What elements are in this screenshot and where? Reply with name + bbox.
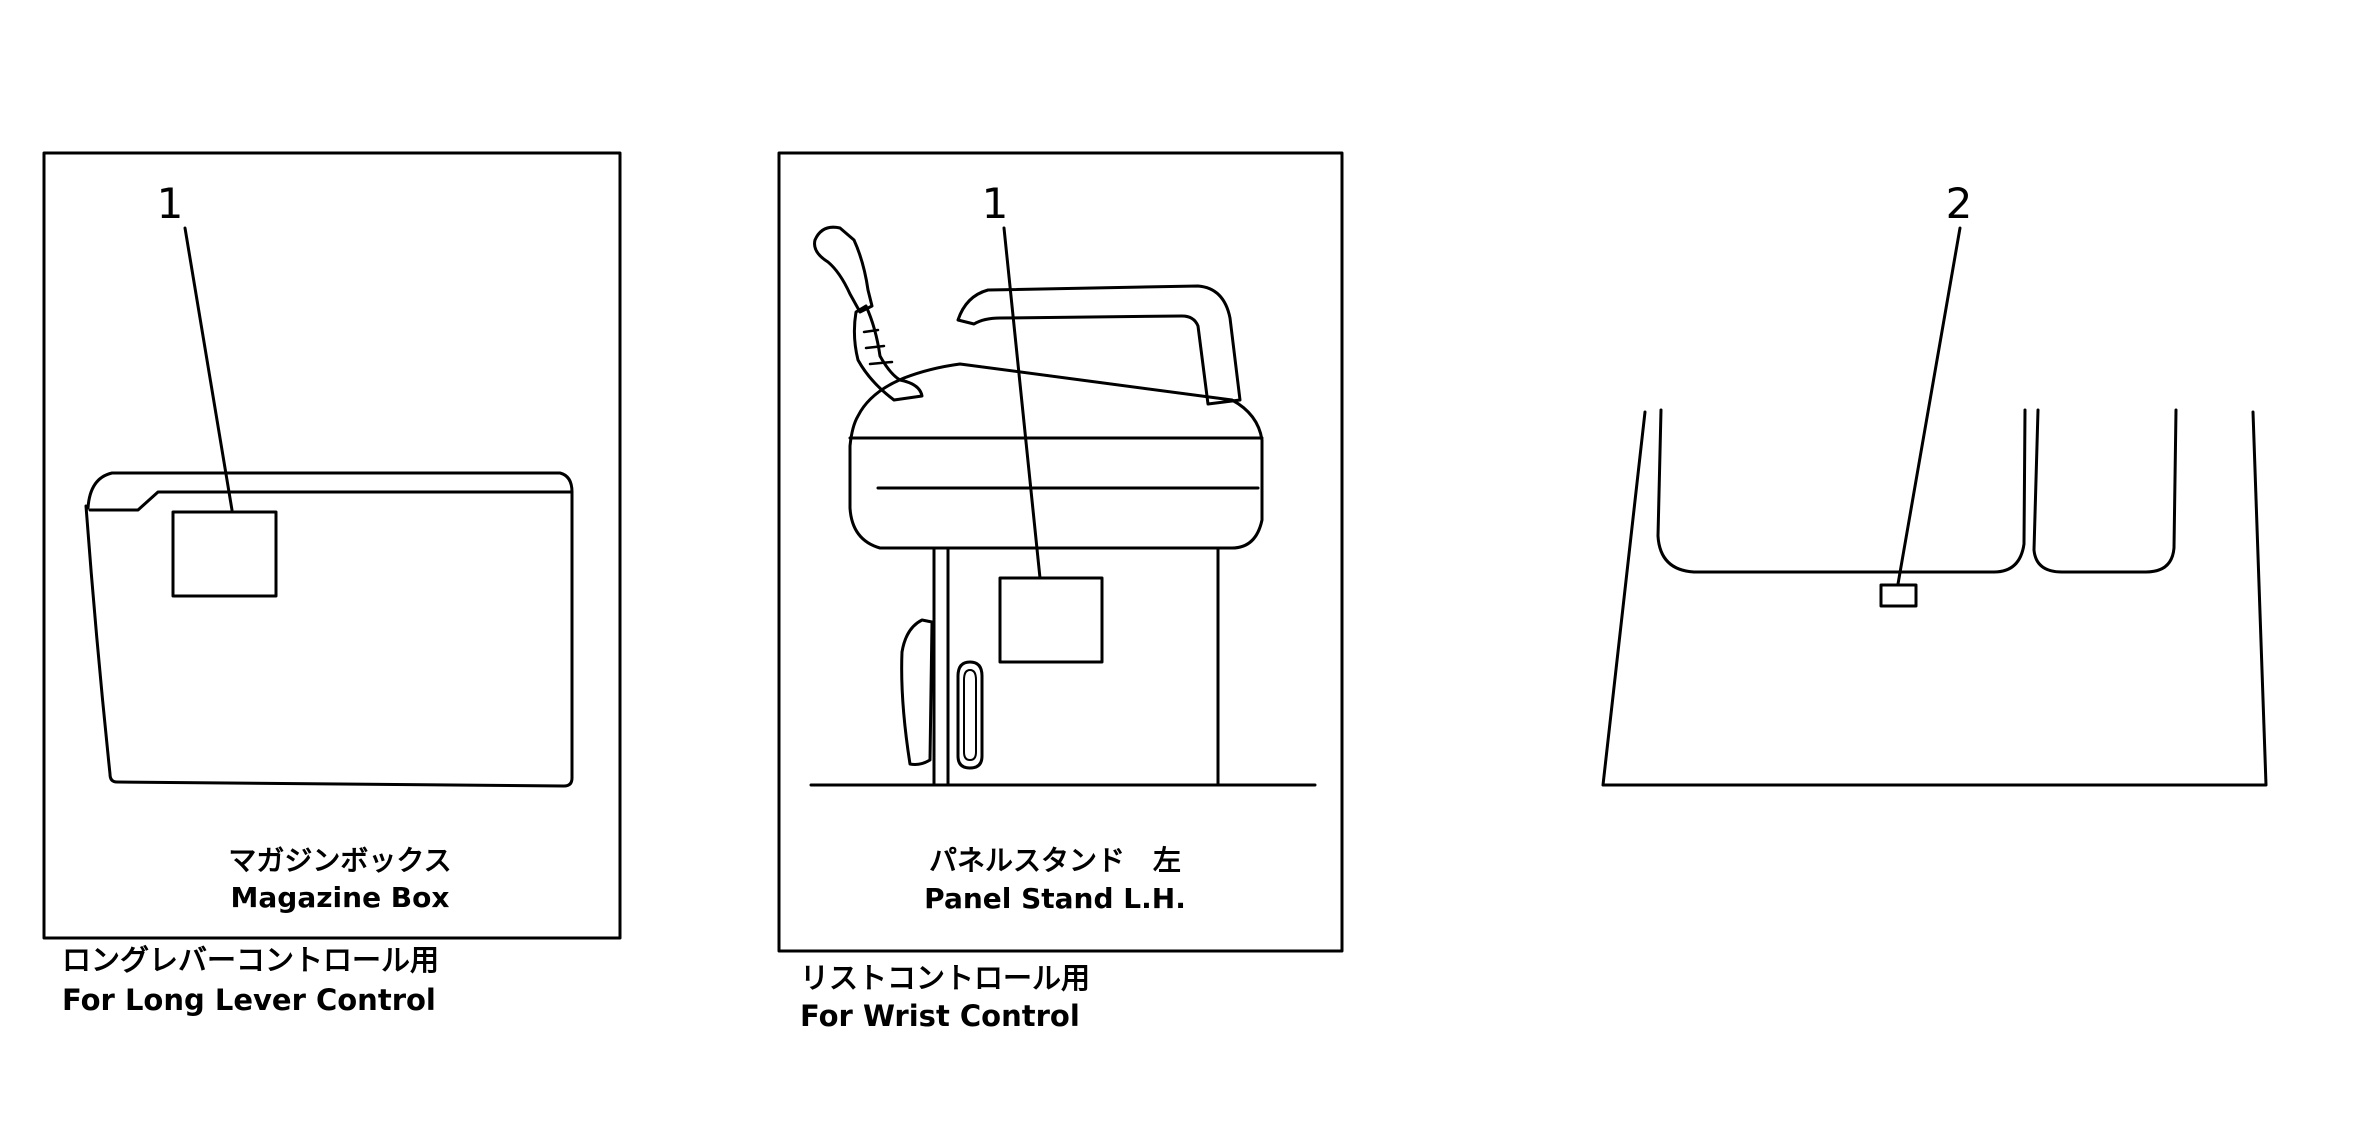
label-location-box	[1879, 583, 1918, 608]
caption-jp-long-lever: ロングレバーコントロール用	[62, 943, 439, 977]
lever-boot	[852, 304, 924, 402]
lever-grip	[813, 225, 874, 314]
outer-frame	[1601, 410, 2268, 787]
caption-jp-wrist: リストコントロール用	[800, 961, 1090, 995]
stand-slot	[956, 660, 984, 770]
panel-label-jp: パネルスタンド 左	[929, 844, 1181, 877]
console-top	[848, 362, 1264, 550]
lever-boot-folds	[862, 328, 894, 366]
panel-frame	[42, 151, 622, 940]
label-location-box	[998, 576, 1104, 664]
panel-label-jp: マガジンボックス	[228, 844, 451, 877]
callout-number: 2	[1946, 179, 1973, 228]
panel-frame	[777, 151, 1344, 953]
panel-panel-stand: 1 パネルスタンド 左 Panel Stand L.H.	[777, 151, 1344, 953]
callout-number: 1	[157, 179, 184, 228]
caption-en-long-lever: For Long Lever Control	[62, 983, 436, 1017]
panel-label-en: Panel Stand L.H.	[924, 882, 1186, 915]
caption-en-wrist: For Wrist Control	[800, 999, 1080, 1033]
leader-line	[183, 226, 234, 512]
panel-floor-view: 2	[1601, 179, 2268, 787]
panel-magazine-box: 1 マガジンボックス Magazine Box	[42, 151, 622, 940]
right-recess	[2032, 408, 2178, 574]
magazine-box-top-edge	[88, 490, 574, 512]
panel-label-en: Magazine Box	[231, 881, 450, 914]
stand-body	[932, 546, 1220, 787]
label-location-box	[171, 510, 278, 598]
stand-slot-inner	[963, 669, 977, 761]
left-recess	[1656, 408, 2027, 574]
leader-line	[1002, 226, 1042, 580]
stand-side-handle	[900, 618, 934, 766]
callout-number: 1	[982, 179, 1009, 228]
armrest-handle	[956, 284, 1242, 406]
leader-line	[1896, 226, 1962, 586]
magazine-box-outline	[84, 471, 574, 788]
